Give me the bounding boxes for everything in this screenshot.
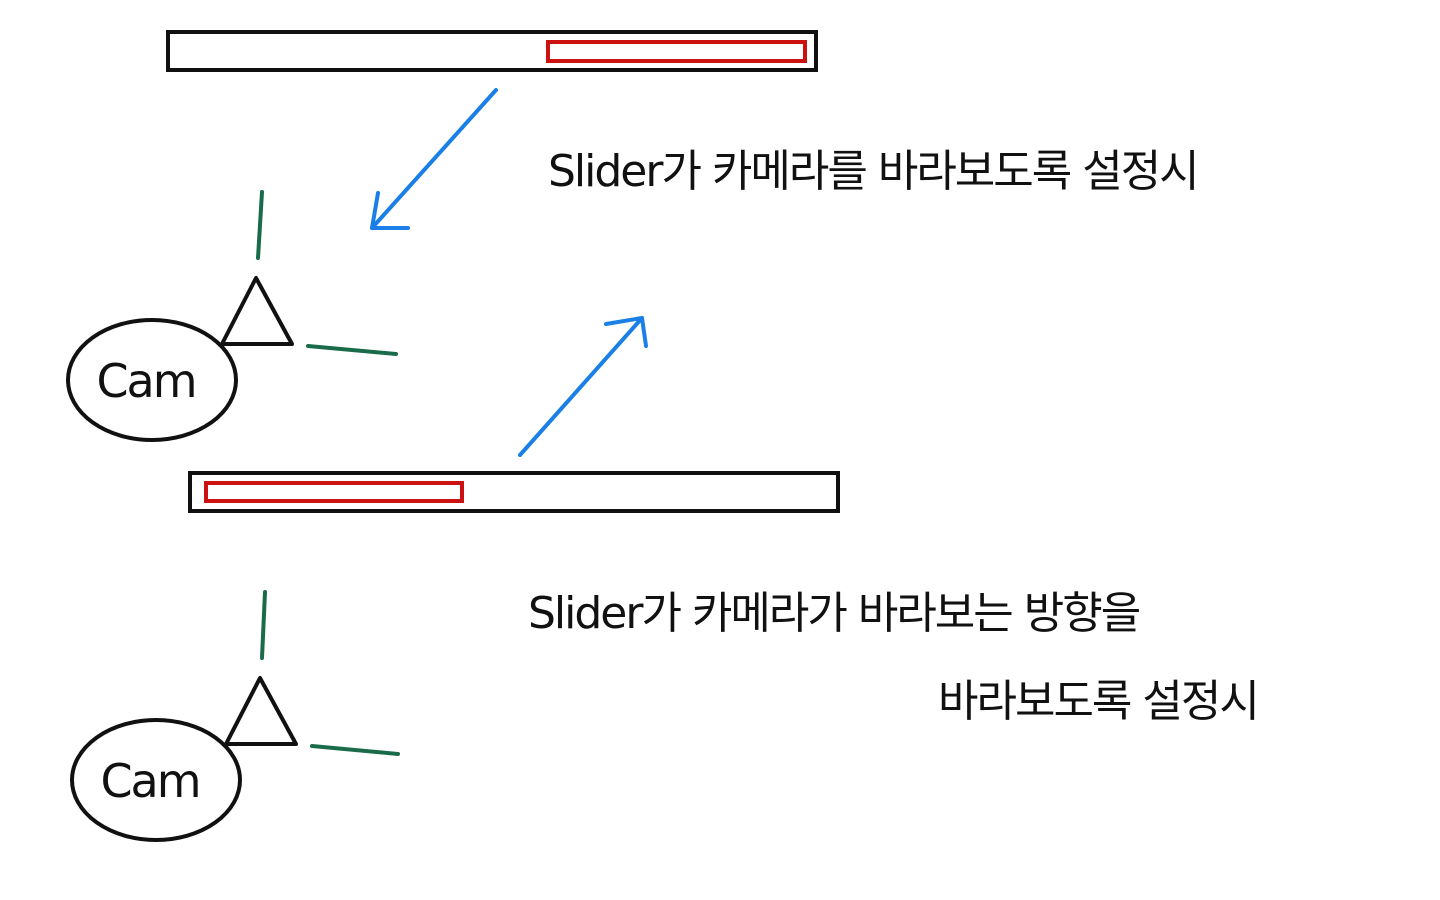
arrow-toward-camera xyxy=(370,88,498,230)
camera-side-axis-2 xyxy=(310,744,400,756)
scenario-1: Cam xyxy=(66,30,818,442)
camera-label-2: Cam xyxy=(100,754,199,808)
camera-up-axis-2 xyxy=(260,590,267,660)
scenario-2-caption-line-2: 바라보도록 설정시 xyxy=(938,676,1260,727)
camera-label-1: Cam xyxy=(96,354,195,408)
slider-fill-1 xyxy=(546,40,807,63)
camera-triangle-icon-1 xyxy=(220,276,294,346)
camera-triangle-icon-2 xyxy=(224,676,298,746)
slider-track-2 xyxy=(188,471,840,513)
camera-body-2 xyxy=(70,718,242,842)
camera-up-axis-1 xyxy=(256,190,264,260)
camera-body-1 xyxy=(66,318,238,442)
camera-axes-1 xyxy=(256,190,398,356)
slider-fill-2 xyxy=(204,481,464,503)
scenario-2: Cam xyxy=(70,316,840,842)
slider-track-1 xyxy=(166,30,818,72)
scenario-1-caption: Slider가 카메라를 바라보도록 설정시 xyxy=(548,146,1200,197)
scenario-2-caption-line-1: Slider가 카메라가 바라보는 방향을 xyxy=(528,588,1141,639)
camera-axes-2 xyxy=(260,590,400,756)
arrow-away-from-camera xyxy=(518,316,648,457)
camera-side-axis-1 xyxy=(306,344,398,356)
